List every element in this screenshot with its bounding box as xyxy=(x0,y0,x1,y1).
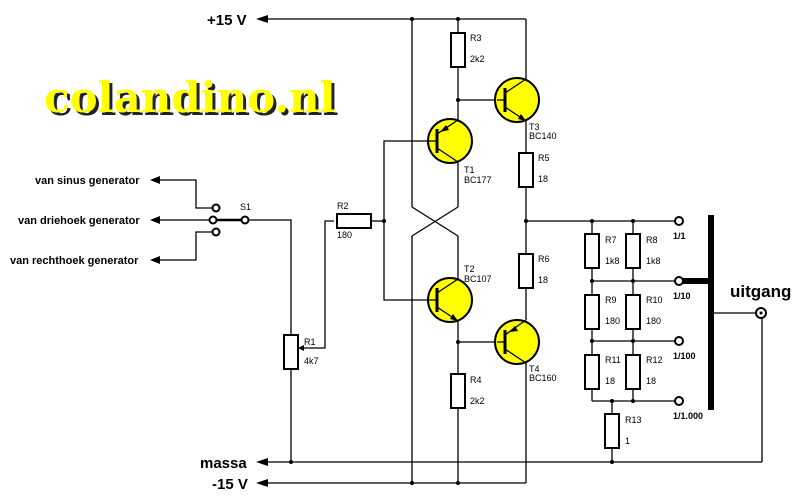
r4-value: 2k2 xyxy=(470,396,485,406)
output-label: uitgang xyxy=(730,282,791,301)
ground-rail: massa xyxy=(200,455,762,472)
r4-name: R4 xyxy=(470,375,482,385)
s1-label: S1 xyxy=(240,202,251,212)
r8-value: 1k8 xyxy=(646,256,661,266)
minus-15v-rail: -15 V xyxy=(212,476,526,493)
t2-name: T2 xyxy=(464,264,475,274)
resistor-r1: R1 4k7 xyxy=(283,220,334,462)
r3-value: 2k2 xyxy=(470,54,485,64)
r5-value: 18 xyxy=(538,174,548,184)
attenuator-network: R7 1k8 R8 1k8 R9 180 R10 180 R11 18 R12 … xyxy=(526,219,676,462)
plus-15v-label: +15 V xyxy=(207,12,247,29)
r10-value: 180 xyxy=(646,316,661,326)
r13-name: R13 xyxy=(625,415,642,425)
resistor-r4: R4 2k2 xyxy=(450,373,485,483)
tap-1-1-terminal[interactable] xyxy=(674,216,684,226)
t1-type: BC177 xyxy=(464,175,492,185)
t4-name: T4 xyxy=(529,364,540,374)
tap-1-10-label: 1/10 xyxy=(673,291,691,301)
square-input-label: van rechthoek generator xyxy=(10,255,139,267)
output-selector: uitgang xyxy=(683,215,791,462)
r3-name: R3 xyxy=(470,33,482,43)
r6-name: R6 xyxy=(538,254,550,264)
r9-value: 180 xyxy=(605,316,620,326)
r2-name: R2 xyxy=(337,201,349,211)
resistor-r5: R5 18 xyxy=(518,121,550,254)
t1-name: T1 xyxy=(464,165,475,175)
r11-value: 18 xyxy=(605,376,615,386)
tap-1-10-terminal[interactable] xyxy=(674,276,684,286)
t2-type: BC107 xyxy=(464,274,492,284)
r2-value: 180 xyxy=(337,230,352,240)
logo-shadow: colandino.nl xyxy=(47,76,339,125)
input-square: van rechthoek generator xyxy=(10,227,221,267)
tap-1-1000-label: 1/1.000 xyxy=(673,411,703,421)
tap-1-1-label: 1/1 xyxy=(673,231,686,241)
r7-value: 1k8 xyxy=(605,256,620,266)
ground-label: massa xyxy=(200,455,247,472)
transistor-t1: T1 BC177 xyxy=(427,118,492,185)
r12-value: 18 xyxy=(646,376,656,386)
plus-15v-rail: +15 V xyxy=(207,12,526,29)
tap-1-100-label: 1/100 xyxy=(673,351,696,361)
resistor-r6: R6 18 xyxy=(518,253,550,320)
r8-name: R8 xyxy=(646,235,658,245)
logo: colandino.nl colandino.nl xyxy=(44,73,339,125)
r9-name: R9 xyxy=(605,295,617,305)
cross-coupling xyxy=(411,19,459,483)
selector-bar[interactable] xyxy=(708,215,714,410)
resistor-r3: R3 2k2 xyxy=(450,19,497,120)
r1-name: R1 xyxy=(304,337,316,347)
r5-name: R5 xyxy=(538,153,550,163)
r13-value: 1 xyxy=(625,436,630,446)
triangle-input-label: van driehoek generator xyxy=(18,215,140,227)
r7-name: R7 xyxy=(605,235,617,245)
sine-input-label: van sinus generator xyxy=(35,175,140,187)
t4-type: BC160 xyxy=(529,373,557,383)
r1-value: 4k7 xyxy=(304,356,319,366)
transistor-t3: T3 BC140 xyxy=(494,19,557,141)
input-sine: van sinus generator xyxy=(35,175,221,213)
minus-15v-label: -15 V xyxy=(212,476,248,493)
t3-name: T3 xyxy=(529,122,540,132)
selector-contact xyxy=(683,278,711,284)
tap-1-1000-terminal[interactable] xyxy=(674,396,684,406)
tap-1-100-terminal[interactable] xyxy=(674,336,684,346)
transistor-t2: T2 BC107 xyxy=(427,264,497,374)
resistor-r2: R2 180 xyxy=(336,140,428,301)
r10-name: R10 xyxy=(646,295,663,305)
r11-name: R11 xyxy=(605,355,621,365)
input-triangle: van driehoek generator xyxy=(18,215,218,227)
logo-text: colandino.nl xyxy=(44,73,336,122)
r6-value: 18 xyxy=(538,275,548,285)
transistor-t4: T4 BC160 xyxy=(494,319,557,483)
r12-name: R12 xyxy=(646,355,663,365)
switch-s1: S1 xyxy=(217,202,292,335)
tap-terminals: 1/1 1/10 1/100 1/1.000 xyxy=(673,216,703,421)
t3-type: BC140 xyxy=(529,131,557,141)
